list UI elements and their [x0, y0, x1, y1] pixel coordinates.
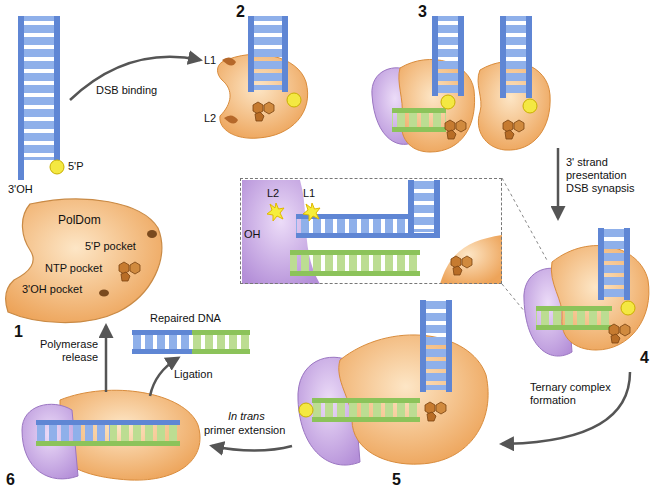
step-five-complex [298, 300, 488, 465]
nucleotide-symbol [119, 262, 140, 281]
step-label: primer extension [204, 424, 285, 437]
step-number: 1 [14, 322, 23, 341]
end-label: OH [244, 228, 261, 241]
step-six-complex [22, 390, 200, 480]
dna-label: Repaired DNA [150, 312, 221, 325]
pocket-label: NTP pocket [45, 262, 102, 275]
step-arrow [502, 372, 630, 444]
loop-label: L2 [267, 187, 279, 200]
step-label: Ternary complex formation [530, 381, 622, 407]
enzyme-outline [4, 192, 174, 328]
inset-detail [242, 180, 502, 284]
step-arrow [70, 57, 200, 100]
step-number: 3 [418, 2, 427, 21]
repaired-dna [132, 330, 250, 354]
enzyme-domain: PolDom 5'P pocketNTP pocket 3'OH pocket [4, 192, 174, 328]
dna-duplex [18, 16, 64, 180]
step-number: 6 [6, 470, 15, 489]
step-number: 2 [236, 2, 245, 21]
step-label: DSB binding [96, 84, 157, 97]
step-arrow [105, 326, 108, 392]
step-label: Polymerase release [8, 338, 98, 364]
step-label: 3' strand presentation DSB synapsis [566, 156, 646, 196]
step-three-complex [478, 16, 550, 150]
step-number: 4 [640, 348, 649, 367]
step-number: 5 [392, 470, 401, 489]
pocket-label: 5'P pocket [85, 240, 136, 253]
end-label: 5'P [68, 160, 84, 173]
pocket-mark [99, 290, 109, 297]
loop-label: L1 [303, 187, 315, 200]
end-label: 3'OH [8, 183, 33, 196]
enzyme-shape [6, 199, 162, 323]
loop-label: L2 [204, 112, 216, 125]
step-label: Ligation [174, 368, 213, 381]
step-arrow [557, 148, 560, 218]
step-two-complex [218, 16, 308, 138]
step-arrow [150, 358, 178, 396]
protein-label: PolDom [58, 213, 101, 227]
pocket-label: 3'OH pocket [22, 283, 82, 296]
step-label: In trans [228, 410, 265, 423]
zoom-inset: L2 L1OH [240, 178, 502, 284]
step-three-complex [372, 16, 475, 152]
step-arrow [212, 446, 292, 451]
pocket-mark [147, 230, 157, 238]
loop-label: L1 [204, 54, 216, 67]
step-four-complex [524, 228, 649, 356]
